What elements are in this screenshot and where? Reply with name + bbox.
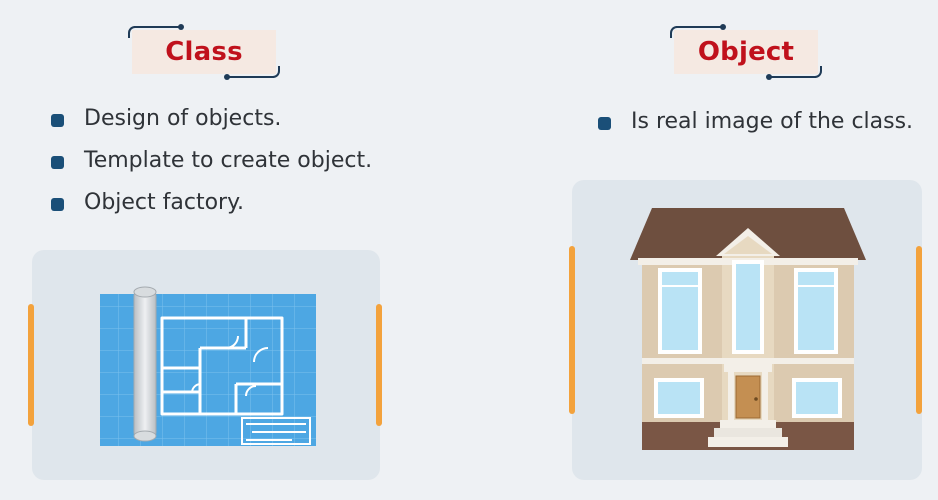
- bullet-square-icon: [51, 114, 64, 127]
- class-bullet-list: Design of objects. Template to create ob…: [51, 103, 372, 229]
- class-title-text: Class: [165, 37, 243, 67]
- object-bullet-item: Is real image of the class.: [598, 106, 913, 148]
- bullet-square-icon: [51, 156, 64, 169]
- object-panel-accent-right: [916, 246, 922, 414]
- class-panel-accent-left: [28, 304, 34, 426]
- class-title: Class: [128, 24, 280, 80]
- class-bullet-item: Template to create object.: [51, 145, 372, 187]
- house-icon: [630, 208, 866, 450]
- class-bullet-item: Object factory.: [51, 187, 372, 229]
- object-title: Object: [670, 24, 822, 80]
- object-title-text: Object: [697, 37, 795, 67]
- object-bullet-list: Is real image of the class.: [598, 106, 913, 148]
- bullet-square-icon: [51, 198, 64, 211]
- object-panel-accent-left: [569, 246, 575, 414]
- class-bullet-item: Design of objects.: [51, 103, 372, 145]
- bullet-square-icon: [598, 117, 611, 130]
- class-panel-accent-right: [376, 304, 382, 426]
- blueprint-icon: [100, 286, 316, 446]
